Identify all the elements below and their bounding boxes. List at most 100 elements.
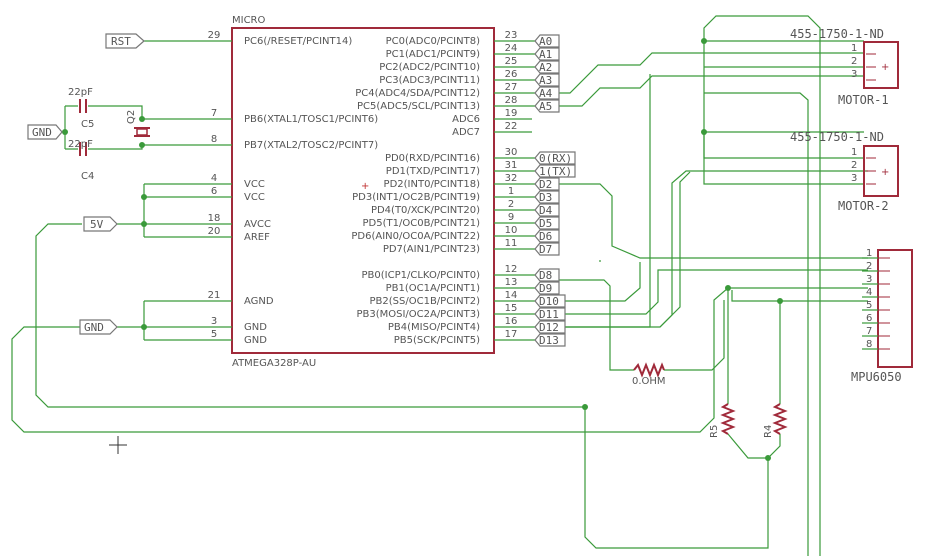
junction — [139, 116, 145, 122]
a5-net-route[interactable] — [557, 75, 864, 107]
net-label-d7[interactable]: D7 — [534, 242, 560, 256]
junction — [701, 129, 707, 135]
xtal2-wire[interactable] — [102, 144, 232, 150]
mpu-pin-number: 1 — [866, 248, 872, 259]
chip-left-pin-number: 3 — [211, 316, 217, 327]
net-label-d4[interactable]: D4 — [534, 203, 560, 217]
net-label-d13[interactable]: D13 — [534, 333, 566, 347]
c5-value: 22pF — [68, 87, 93, 98]
net-label-a3[interactable]: A3 — [534, 73, 560, 87]
net-label-a2[interactable]: A2 — [534, 60, 560, 74]
net-label-d12[interactable]: D12 — [534, 320, 566, 334]
net-label-shape — [534, 320, 566, 334]
atmega328p-chip[interactable]: MICRO ATMEGA328P-AU 29PC6(/RESET/PCINT14… — [208, 15, 518, 369]
net-label-text: D13 — [539, 334, 559, 347]
net-label-d2[interactable]: D2 — [534, 177, 560, 191]
net-label-shape — [534, 86, 560, 100]
net-label-shape — [534, 60, 560, 74]
net-label-shape — [534, 333, 566, 347]
chip-left-pin-number: 18 — [208, 213, 221, 224]
net-label-d9[interactable]: D9 — [534, 281, 560, 295]
resistor-zero-ohm[interactable]: 0.OHM — [632, 362, 666, 387]
junction — [725, 285, 731, 291]
chip-right-pin-number: 17 — [505, 329, 518, 340]
chip-left-pin-name: PB7(XTAL2/TOSC2/PCINT7) — [244, 140, 378, 151]
chip-right-pin-name: PC4(ADC4/SDA/PCINT12) — [355, 88, 480, 99]
net-label-d11[interactable]: D11 — [534, 307, 566, 321]
motor-gnd-rail[interactable] — [704, 92, 809, 556]
net-label-a4[interactable]: A4 — [534, 86, 560, 100]
net-label-shape — [534, 73, 560, 87]
chip-value: ATMEGA328P-AU — [232, 358, 316, 369]
d2-net-route[interactable] — [557, 183, 868, 259]
resistor-r4[interactable]: R4 — [763, 403, 788, 438]
chip-right-pin-name: PB0(ICP1/CLKO/PCINT0) — [362, 270, 481, 281]
capacitor-c5[interactable]: 22pF C5 — [65, 87, 102, 130]
chip-left-pin-number: 8 — [211, 134, 217, 145]
r5-ref: R5 — [709, 425, 720, 438]
chip-left-pin-name: AGND — [244, 296, 274, 307]
chip-right-pin-name: PB2(SS/OC1B/PCINT2) — [370, 296, 481, 307]
chip-right-pin-number: 9 — [508, 212, 514, 223]
net-label-d3[interactable]: D3 — [534, 190, 560, 204]
net-label-a1[interactable]: A1 — [534, 47, 560, 61]
chip-right-pin-number: 15 — [505, 303, 518, 314]
junction — [582, 404, 588, 410]
zero-ohm-left-wire[interactable] — [609, 360, 634, 371]
net-label-d8[interactable]: D8 — [534, 268, 560, 282]
net-label-d6[interactable]: D6 — [534, 229, 560, 243]
motor1-connector[interactable]: 455-1750-1-ND 1 2 3 + MOTOR-1 — [790, 27, 899, 107]
chip-right-pin-number: 22 — [505, 121, 518, 132]
a4-net-route[interactable] — [557, 52, 864, 94]
junction — [139, 142, 145, 148]
chip-right-pin-name: PD1(TXD/PCINT17) — [386, 166, 480, 177]
motor2-pin-1: 1 — [851, 147, 857, 158]
capacitor-c4[interactable]: 22pF C4 — [65, 139, 102, 182]
rst-flag[interactable]: RST — [105, 33, 145, 49]
chip-right-pin-number: 10 — [505, 225, 518, 236]
d12-net-route[interactable] — [557, 170, 868, 328]
chip-right-pin-name: PC0(ADC0/PCINT8) — [386, 36, 480, 47]
motor-power-rail[interactable] — [703, 15, 821, 556]
d11-net-route[interactable] — [557, 269, 868, 315]
chip-left-pin-name: AREF — [244, 232, 270, 243]
net-label-shape — [534, 177, 560, 191]
c4-value: 22pF — [68, 139, 93, 150]
net-label-0rx[interactable]: 0(RX) — [534, 151, 576, 165]
crystal-q2[interactable]: Q2 — [126, 110, 150, 137]
net-label-text: A4 — [539, 87, 553, 100]
net-label-a0[interactable]: A0 — [534, 34, 560, 48]
mpu-ref: MPU6050 — [851, 370, 902, 384]
chip-body — [231, 27, 495, 354]
net-label-1tx[interactable]: 1(TX) — [534, 164, 576, 178]
motor-common-wire[interactable] — [703, 41, 864, 133]
pullup-bottom-wire[interactable] — [727, 433, 781, 459]
vcc-long-wire[interactable] — [35, 223, 585, 408]
resistor-r5[interactable]: R5 — [709, 403, 736, 438]
net-label-text: D8 — [539, 269, 552, 282]
chip-right-pin-name: PB3(MOSI/OC2A/PCINT3) — [356, 309, 480, 320]
net-label-shape — [534, 216, 560, 230]
gnd-flag-top-shape — [27, 124, 63, 140]
chip-left-pin-number: 5 — [211, 329, 217, 340]
xtal1-wire[interactable] — [102, 105, 232, 120]
mpu-pin4-wire[interactable] — [731, 290, 868, 302]
vcc-flag-label: 5V — [90, 218, 104, 231]
motor2-pin3-wire[interactable] — [703, 132, 864, 185]
motor2-connector[interactable]: 455-1750-1-ND 1 2 3 + MOTOR-2 — [790, 130, 899, 213]
zero-ohm-right-wire[interactable] — [664, 300, 725, 371]
chip-left-pin-number: 7 — [211, 108, 217, 119]
net-label-a5[interactable]: A5 — [534, 99, 560, 113]
gnd-long-wire[interactable] — [11, 287, 868, 433]
gnd-flag-bottom[interactable]: GND — [79, 319, 118, 335]
net-label-d5[interactable]: D5 — [534, 216, 560, 230]
vcc-flag[interactable]: 5V — [83, 216, 118, 232]
chip-right-pin-name: PD5(T1/OC0B/PCINT21) — [363, 218, 481, 229]
net-label-d10[interactable]: D10 — [534, 294, 566, 308]
net-label-text: D7 — [539, 243, 552, 256]
pullup-return-wire[interactable] — [584, 407, 769, 549]
gnd-flag-top[interactable]: GND — [27, 124, 63, 140]
junction — [141, 194, 147, 200]
